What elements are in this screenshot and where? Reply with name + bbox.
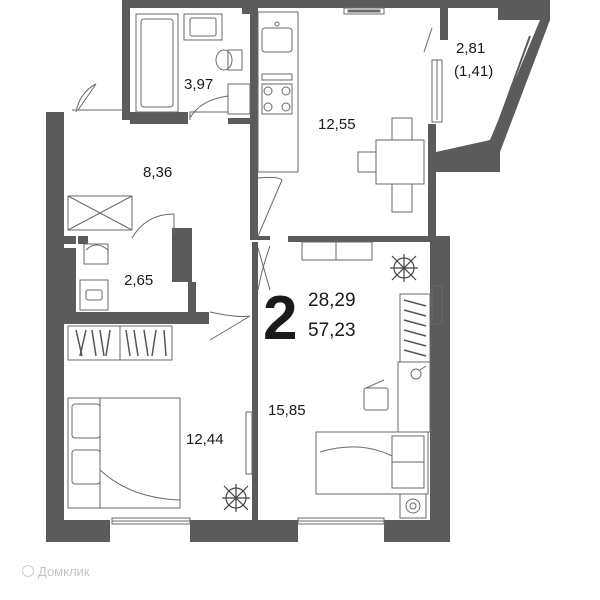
- domclick-logo-icon: [22, 565, 34, 577]
- watermark: Домклик: [22, 564, 90, 579]
- bedroom-area-label: 12,44: [186, 431, 224, 448]
- total-area: 57,23: [308, 320, 356, 341]
- balcony-area-label: 2,81: [456, 40, 486, 57]
- living-area: 28,29: [308, 290, 356, 311]
- kitchen-area-label: 12,55: [318, 116, 356, 133]
- bathroom-area-label: 3,97: [184, 76, 214, 93]
- rooms-count: 2: [263, 284, 298, 353]
- balcony-rail: [436, 8, 550, 172]
- watermark-text: Домклик: [38, 564, 90, 579]
- living-room-area-label: 15,85: [268, 402, 306, 419]
- hallway-area-label: 8,36: [143, 164, 173, 181]
- fixtures: [67, 7, 443, 525]
- balcony-sub-area-label: (1,41): [454, 63, 494, 80]
- wc-area-label: 2,65: [124, 272, 154, 289]
- plant-icon: [222, 254, 418, 512]
